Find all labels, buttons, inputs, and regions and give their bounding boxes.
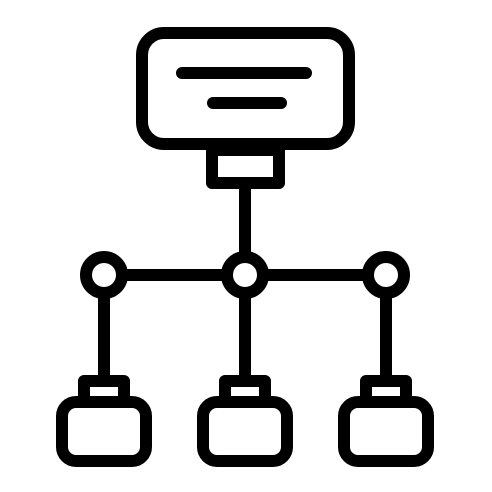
child-node-left [56, 396, 152, 467]
child-node-center [197, 396, 293, 467]
top-node-box [136, 27, 355, 150]
child-node-right [338, 396, 434, 467]
